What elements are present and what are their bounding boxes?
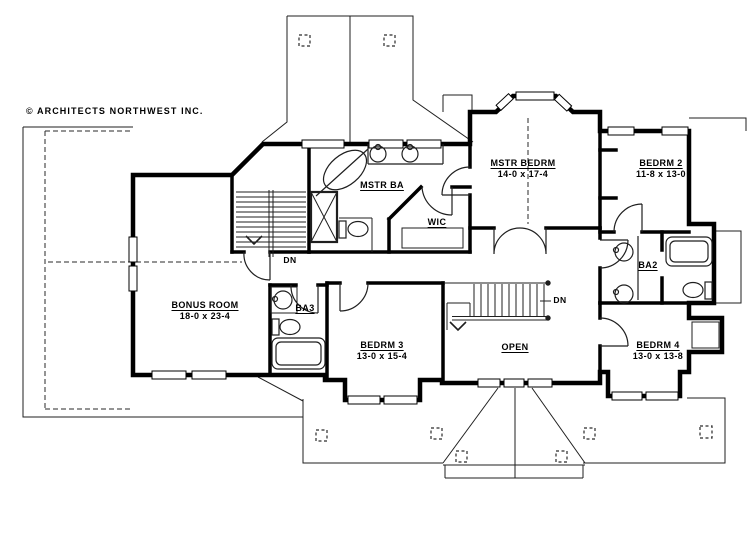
- room-label-mstr-bedrm: MSTR BEDRM 14-0 x 17-4: [490, 158, 556, 179]
- stair-dn-label-left: DN: [283, 255, 297, 265]
- roof-outlines: [22, 15, 747, 479]
- windows: [128, 91, 689, 405]
- room-label-bedrm-4: BEDRM 4 13-0 x 13-8: [632, 340, 684, 361]
- wc-partition: [339, 217, 373, 252]
- master-bath-fixtures: [309, 143, 464, 252]
- copyright-notice: © ARCHITECTS NORTHWEST INC.: [26, 106, 204, 116]
- toilet-tank: [704, 281, 713, 300]
- tub: [271, 337, 326, 370]
- toilet-bowl: [682, 281, 704, 299]
- room-label-ba3: BA3: [295, 303, 315, 313]
- door-swings: [243, 166, 643, 347]
- stair-dn-label-center: DN: [553, 295, 567, 305]
- faucet: [271, 295, 279, 303]
- roof-marker-squares: [298, 34, 713, 463]
- interior-walls: [230, 129, 691, 385]
- dashed-roof-lines: [44, 118, 529, 410]
- sink: [273, 290, 293, 310]
- ba2-fixtures: [612, 236, 713, 304]
- room-label-bedrm-3: BEDRM 3 13-0 x 15-4: [356, 340, 408, 361]
- faucet: [374, 143, 382, 151]
- room-label-bedrm-2: BEDRM 2 11-8 x 13-0: [636, 158, 686, 179]
- tub-inner: [275, 341, 322, 366]
- toilet-tank: [338, 220, 347, 239]
- vanity-counter: [367, 144, 444, 165]
- tub-platform-edge: [315, 148, 369, 197]
- vanity-counter: [270, 286, 298, 314]
- faucet: [612, 246, 620, 254]
- stairs-center: [445, 280, 551, 332]
- faucet: [612, 288, 620, 296]
- toilet-bowl: [347, 220, 369, 238]
- shower: [309, 190, 339, 244]
- tub-inner: [669, 240, 709, 263]
- room-label-mstr-ba: MSTR BA: [360, 180, 404, 190]
- master-tub: [322, 149, 368, 191]
- tub: [665, 236, 713, 267]
- room-label-bonus-room: BONUS ROOM 18-0 x 23-4: [171, 300, 239, 321]
- toilet-bowl: [279, 318, 301, 336]
- sink: [401, 145, 419, 163]
- sink: [369, 145, 387, 163]
- shower-x: [310, 191, 338, 243]
- exterior-walls: [130, 93, 725, 403]
- room-label-open: OPEN: [501, 342, 529, 352]
- room-label-ba2: BA2: [638, 260, 658, 270]
- window-seat: [691, 321, 720, 349]
- stairs-left: [236, 190, 306, 257]
- faucet: [406, 143, 414, 151]
- room-label-wic: WIC: [427, 217, 447, 227]
- toilet-tank: [271, 318, 280, 336]
- ba3-fixtures: [270, 286, 326, 370]
- wic-closet-shelf: [401, 227, 464, 249]
